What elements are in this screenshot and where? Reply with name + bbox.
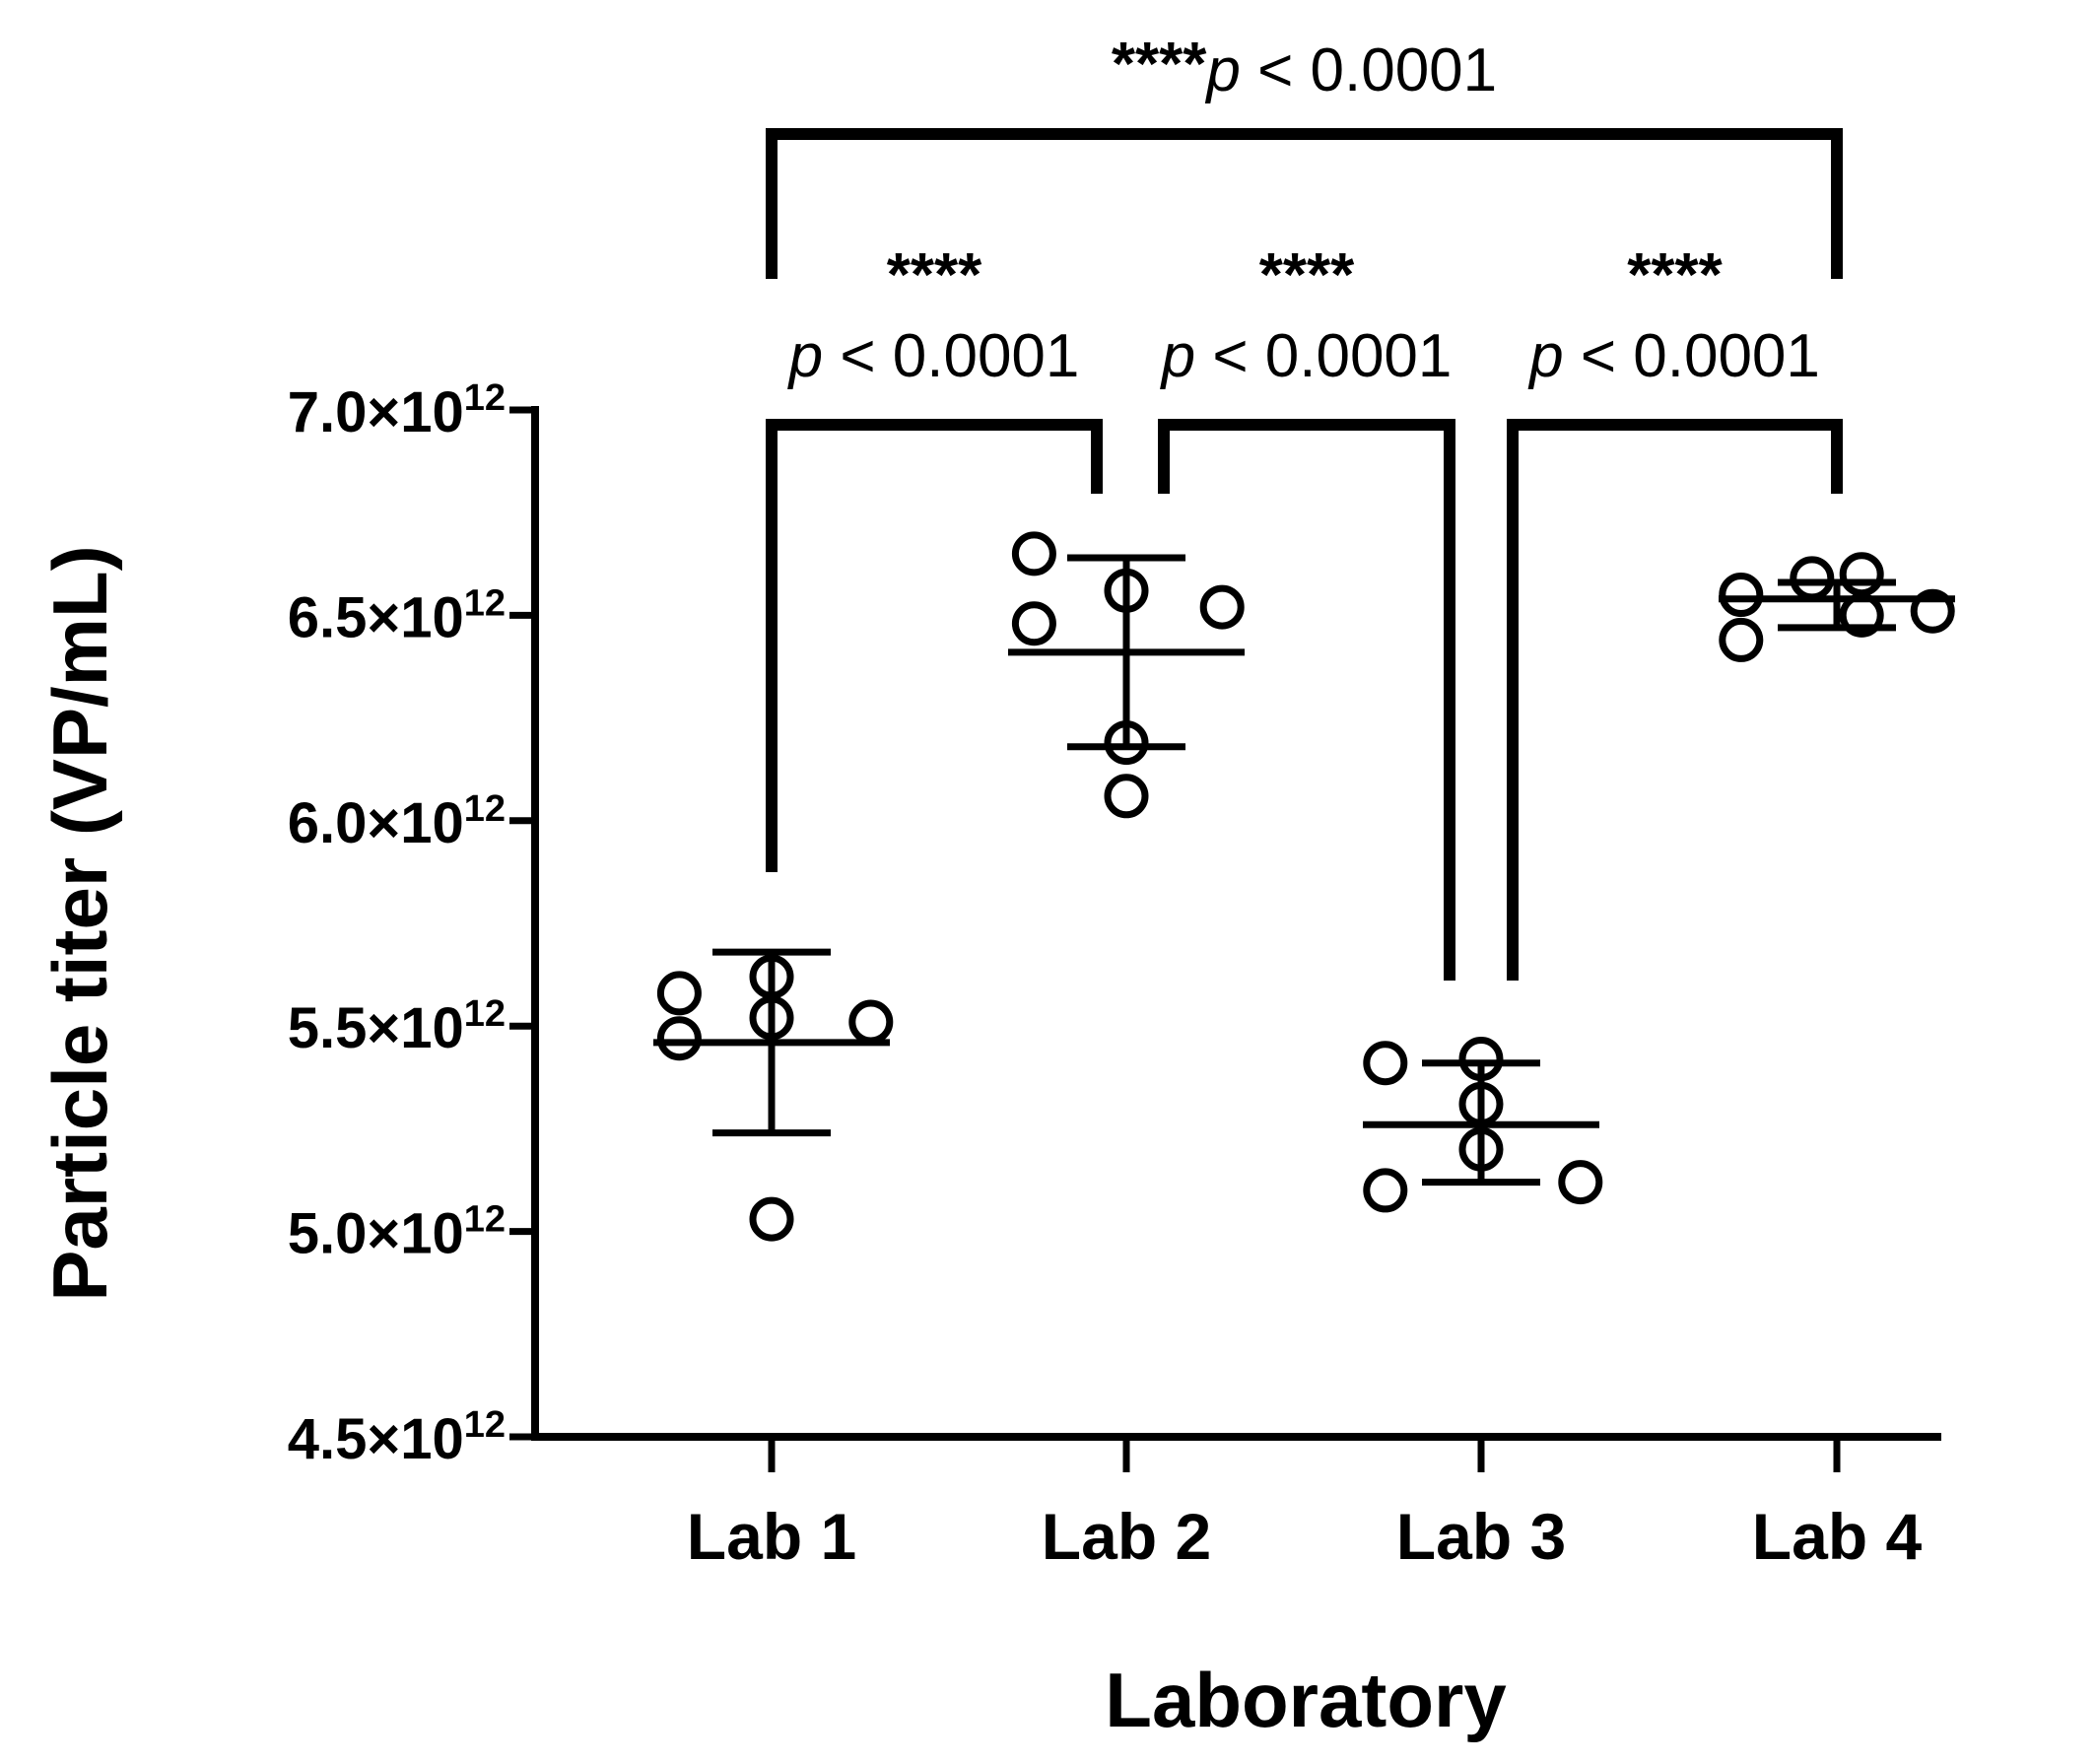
data-point	[1458, 1126, 1504, 1172]
data-point	[1790, 556, 1835, 601]
data-point	[1104, 774, 1149, 819]
data-point	[749, 1196, 794, 1242]
data-point	[1719, 573, 1764, 618]
data-point	[1363, 1041, 1408, 1086]
data-point	[1011, 601, 1056, 646]
y-tick-label: 6.0×1012	[288, 788, 506, 855]
x-axis-title: Laboratory	[1105, 1657, 1506, 1743]
data-point	[749, 954, 794, 999]
y-tick-label: 7.0×1012	[288, 377, 506, 444]
x-tick-label: Lab 2	[1042, 1500, 1211, 1573]
data-point	[848, 999, 894, 1045]
data-point	[1104, 568, 1149, 613]
significance-stars: ****	[887, 241, 982, 309]
x-tick-label: Lab 4	[1752, 1500, 1923, 1573]
significance-bracket	[766, 128, 1843, 279]
data-point	[656, 1016, 702, 1061]
data-point	[1458, 1081, 1504, 1126]
x-tick-label: Lab 3	[1396, 1500, 1566, 1573]
y-tick-label: 5.5×1012	[288, 993, 506, 1060]
data-point	[1363, 1168, 1408, 1213]
data-point	[1011, 531, 1056, 577]
data-point	[1458, 1037, 1504, 1082]
y-tick-label: 5.0×1012	[288, 1199, 506, 1266]
p-value-label: p < 0.0001	[1527, 322, 1820, 390]
significance-bracket	[766, 419, 1103, 872]
p-value-label: p < 0.0001	[787, 322, 1080, 390]
significance-stars: ****	[1627, 241, 1723, 309]
significance-bracket	[1507, 419, 1843, 981]
data-point	[1839, 592, 1884, 638]
p-value-label: p < 0.0001	[1160, 322, 1453, 390]
data-point	[1558, 1160, 1603, 1205]
data-point	[1910, 588, 1955, 634]
data-point	[749, 995, 794, 1041]
data-point	[1719, 617, 1764, 662]
p-value-label-overall: ****p < 0.0001	[1112, 31, 1497, 104]
x-tick-label: Lab 1	[687, 1500, 856, 1573]
data-point	[1839, 552, 1884, 597]
y-tick-label: 4.5×1012	[288, 1404, 506, 1471]
significance-stars: ****	[1259, 241, 1355, 309]
data-point	[656, 971, 702, 1016]
y-axis-title: Particle titer (VP/mL)	[36, 545, 123, 1301]
data-point	[1104, 720, 1149, 766]
y-tick-label: 6.5×1012	[288, 582, 506, 649]
significance-bracket	[1158, 419, 1455, 981]
data-point	[1199, 584, 1245, 630]
